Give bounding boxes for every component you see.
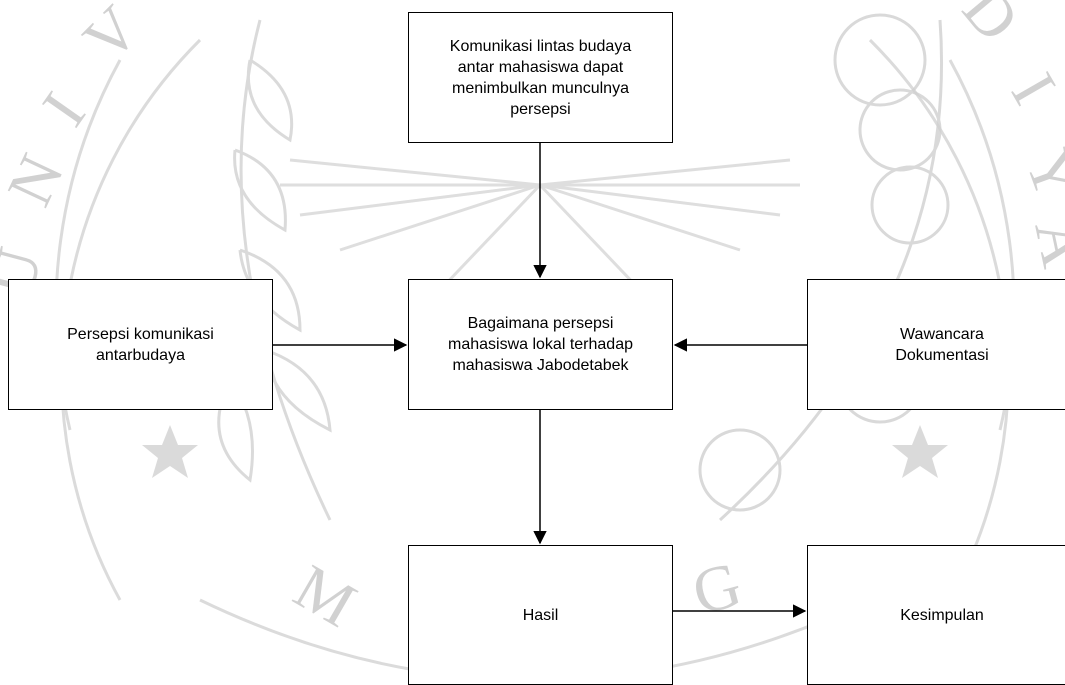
node-research-question: Bagaimana persepsi mahasiswa lokal terha… [408, 279, 673, 410]
node-label: Hasil [522, 606, 559, 624]
seal-bottom-arc [199, 598, 871, 675]
node-data-collection-methods: Wawancara Dokumentasi [807, 279, 1065, 410]
star-left [142, 425, 198, 478]
star-right [892, 425, 948, 478]
node-label: Komunikasi lintas budaya antar mahasiswa… [449, 37, 632, 118]
node-label: Persepsi komunikasi antarbudaya [67, 325, 214, 364]
cotton-branch-right [698, 13, 950, 522]
node-intercultural-perception: Persepsi komunikasi antarbudaya [8, 279, 273, 410]
node-results: Hasil [408, 545, 673, 685]
node-label: Kesimpulan [900, 606, 984, 624]
node-label: Bagaimana persepsi mahasiswa lokal terha… [448, 315, 633, 374]
node-label: Wawancara Dokumentasi [895, 325, 989, 364]
node-cross-cultural-communication: Komunikasi lintas budaya antar mahasiswa… [408, 12, 673, 143]
node-conclusion: Kesimpulan [807, 545, 1065, 685]
laurel-branch-left [217, 19, 332, 521]
sun-rays [280, 158, 800, 292]
